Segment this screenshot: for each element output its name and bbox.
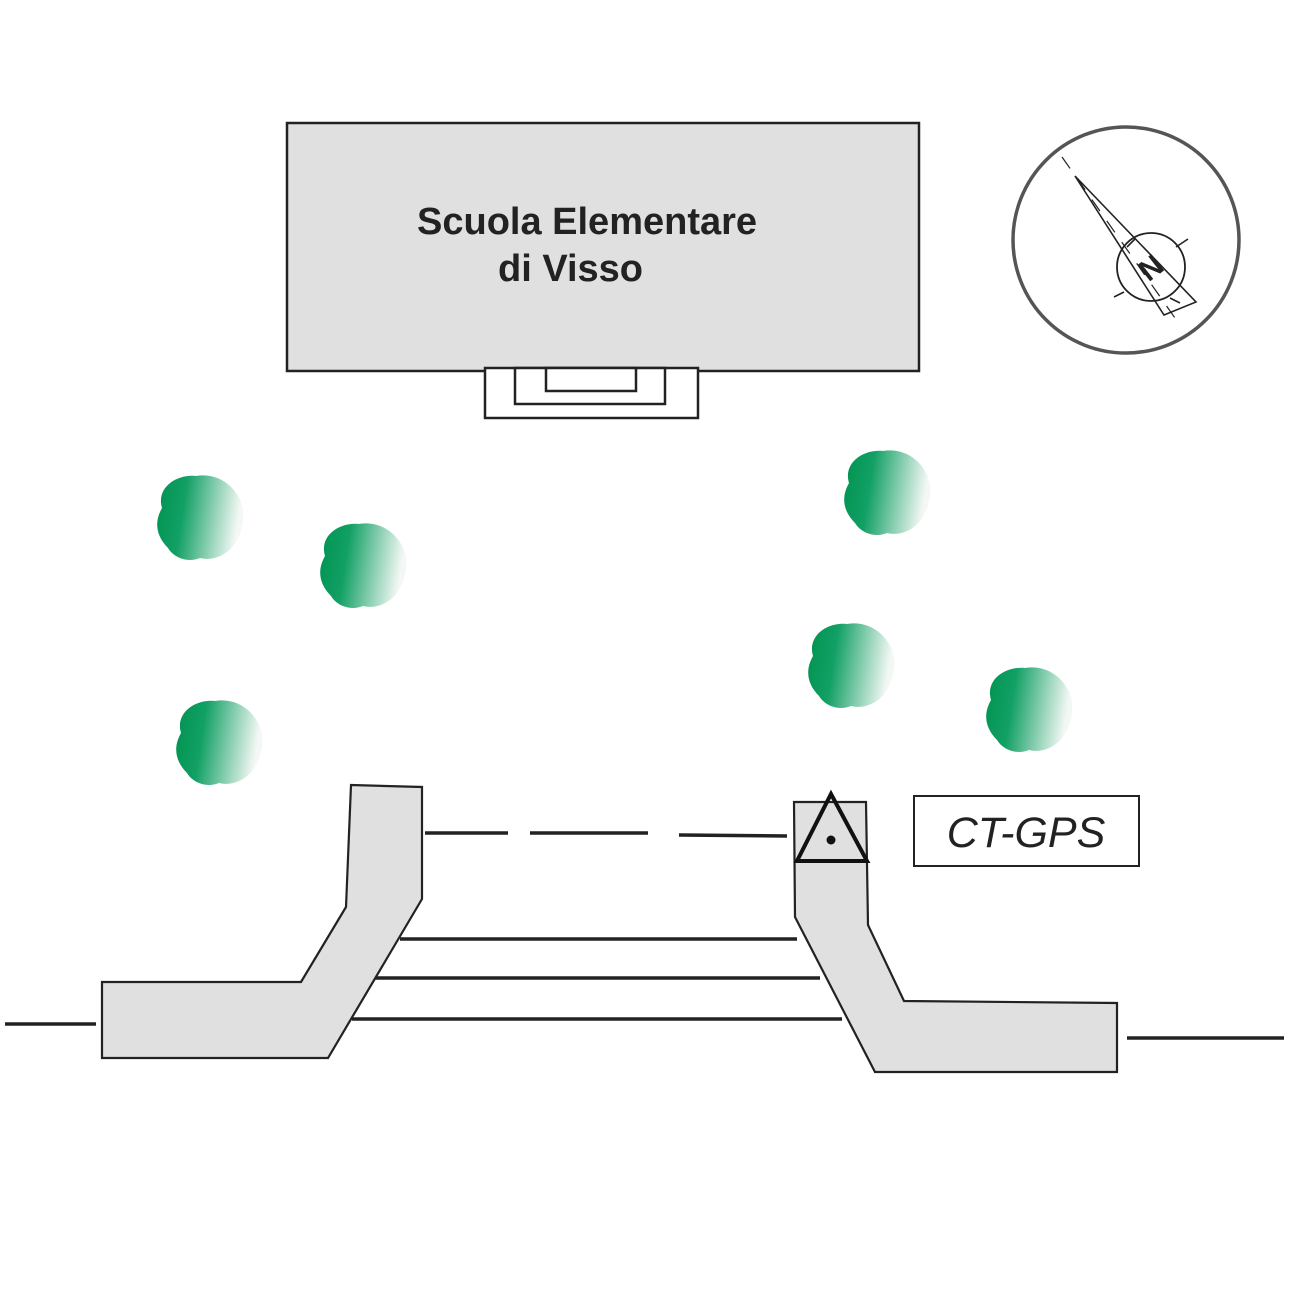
tree (320, 523, 407, 608)
entrance-steps (483, 366, 700, 420)
tree (986, 667, 1073, 752)
tree (157, 475, 244, 560)
tree (808, 623, 895, 708)
compass-tick (1169, 297, 1181, 304)
school-name-line2: di Visso (498, 248, 643, 290)
compass-hub (1116, 232, 1186, 302)
entrance-step-inner (544, 366, 638, 393)
station-label-box: CT-GPS (913, 795, 1140, 867)
left-wall (100, 783, 424, 1060)
compass-needle (1074, 175, 1198, 316)
compass-north-letter: N (1133, 249, 1170, 288)
station-label-text: CT-GPS (947, 809, 1106, 857)
dashed-boundary-line (425, 831, 788, 838)
road-lines (5, 937, 1284, 1040)
school-name-line1: Scuola Elementare (417, 201, 757, 243)
school-building-outline (285, 121, 921, 373)
school-building: Scuola Elementare di Visso (285, 121, 921, 373)
compass-tick (1175, 238, 1189, 248)
station-label-frame (913, 795, 1140, 867)
tree (176, 700, 263, 785)
compass-ring (1011, 125, 1241, 355)
north-compass: N (1011, 125, 1241, 355)
right-wall (792, 800, 1119, 1074)
gps-triangle-icon (793, 789, 871, 863)
gps-point-dot (826, 835, 836, 845)
tree (844, 450, 931, 535)
trees (157, 450, 1073, 785)
compass-tick (1126, 238, 1136, 248)
gps-station-marker (793, 789, 871, 863)
compass-tick (1113, 291, 1125, 298)
